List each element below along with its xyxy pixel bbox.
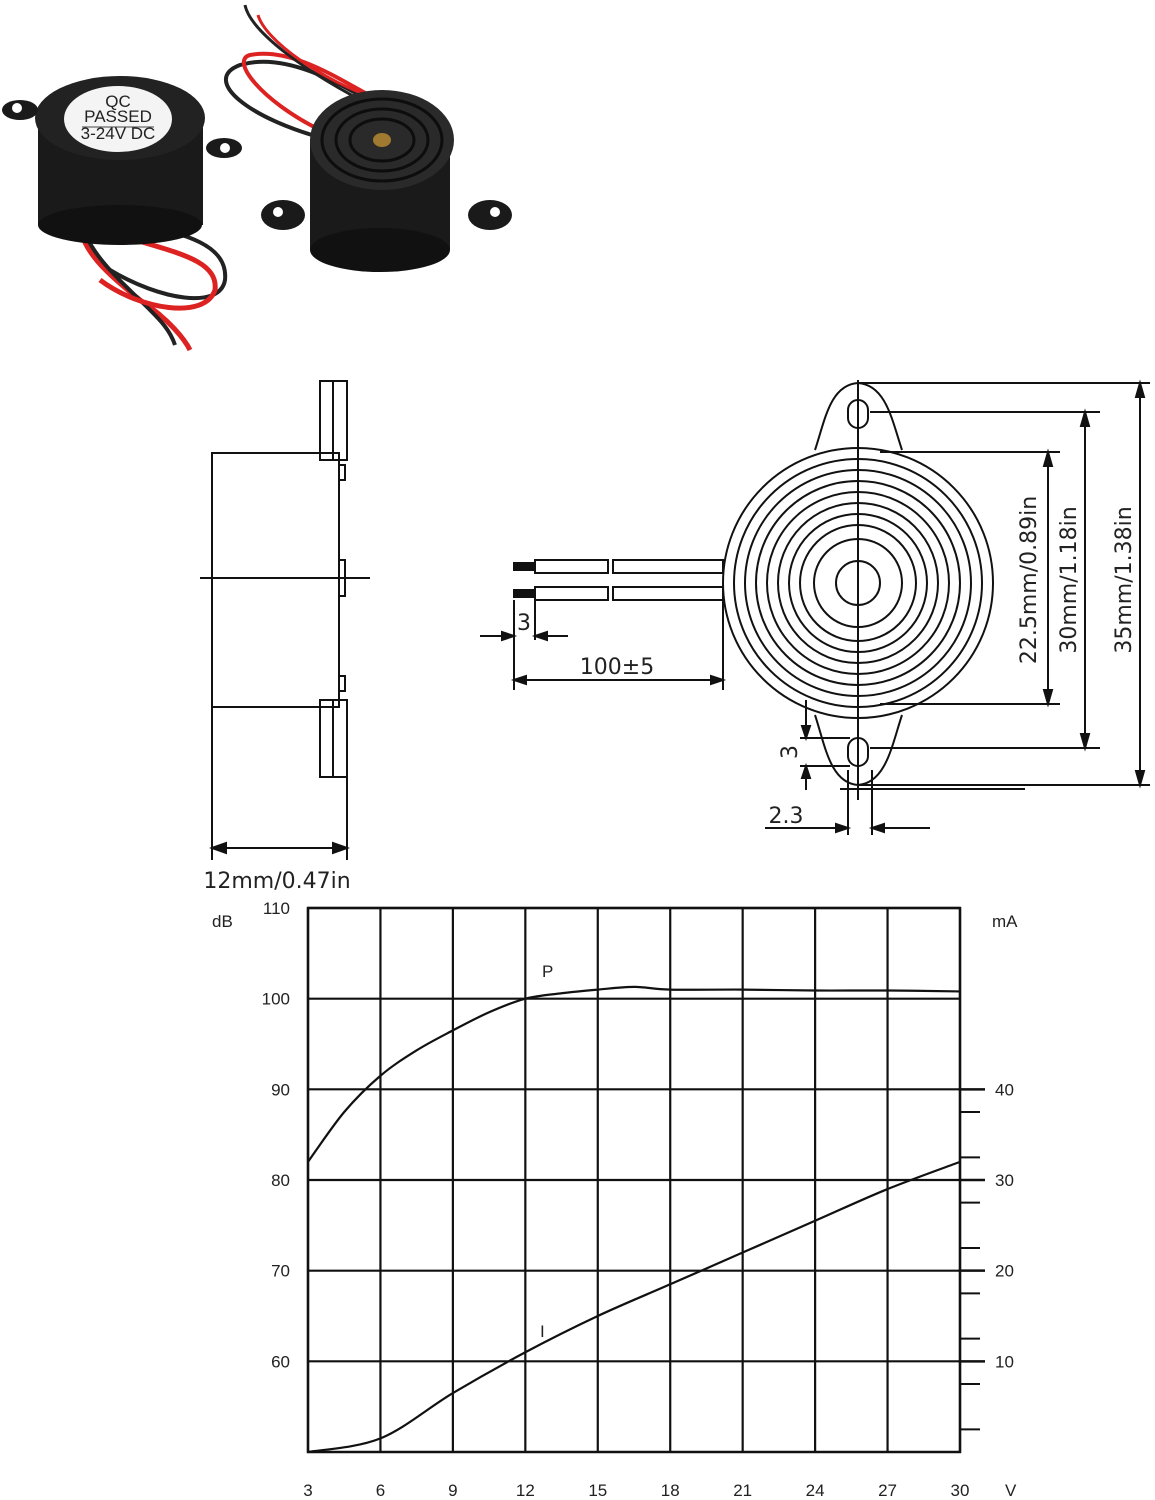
lead-length-label: 100±5 — [580, 655, 654, 680]
left-axis-unit: dB — [212, 912, 233, 931]
y-left-tick-label: 70 — [271, 1262, 290, 1281]
x-tick-label: 30 — [951, 1481, 970, 1500]
series-line-i — [307, 1160, 961, 1454]
product-photo: QC PASSED 3-24V DC — [2, 4, 512, 352]
photo-label-line-3: 3-24V DC — [81, 124, 156, 143]
x-tick-label: 21 — [733, 1481, 752, 1500]
series-label-p: P — [542, 962, 553, 981]
y-right-tick-label: 40 — [995, 1080, 1014, 1099]
dia-mid-label: 30mm/1.18in — [1057, 506, 1082, 653]
photo-label-line-1: QC — [105, 92, 131, 111]
x-axis-unit: V — [1005, 1481, 1017, 1500]
dia-inner-label: 22.5mm/0.89in — [1017, 496, 1042, 664]
x-tick-label: 9 — [448, 1481, 457, 1500]
ear-height-label: 3 — [778, 745, 803, 759]
x-tick-label: 15 — [588, 1481, 607, 1500]
dia-outer-label: 35mm/1.38in — [1112, 506, 1137, 653]
x-tick-label: 27 — [878, 1481, 897, 1500]
x-tick-label: 3 — [303, 1481, 312, 1500]
y-left-tick-label: 110 — [263, 899, 290, 918]
x-tick-label: 6 — [376, 1481, 385, 1500]
series-label-i: I — [540, 1322, 545, 1341]
lead-strip-label: 3 — [517, 611, 531, 636]
side-width-label: 12mm/0.47in — [203, 869, 350, 894]
front-view-drawing — [480, 379, 1150, 835]
photo-label-line-2: PASSED — [84, 107, 152, 126]
y-right-tick-label: 10 — [995, 1352, 1014, 1371]
hole-diameter-label: 2.3 — [769, 804, 804, 829]
x-tick-label: 24 — [806, 1481, 825, 1500]
side-view-drawing — [200, 380, 370, 860]
y-left-tick-label: 60 — [271, 1352, 290, 1371]
right-axis-unit: mA — [992, 912, 1018, 931]
y-left-tick-label: 100 — [262, 990, 290, 1009]
series-line-p — [307, 985, 961, 1163]
y-left-tick-label: 90 — [271, 1080, 290, 1099]
y-left-tick-label: 80 — [271, 1171, 290, 1190]
y-right-tick-label: 30 — [995, 1171, 1014, 1190]
y-right-tick-label: 20 — [995, 1262, 1014, 1281]
x-tick-label: 12 — [516, 1481, 535, 1500]
x-tick-label: 18 — [661, 1481, 680, 1500]
